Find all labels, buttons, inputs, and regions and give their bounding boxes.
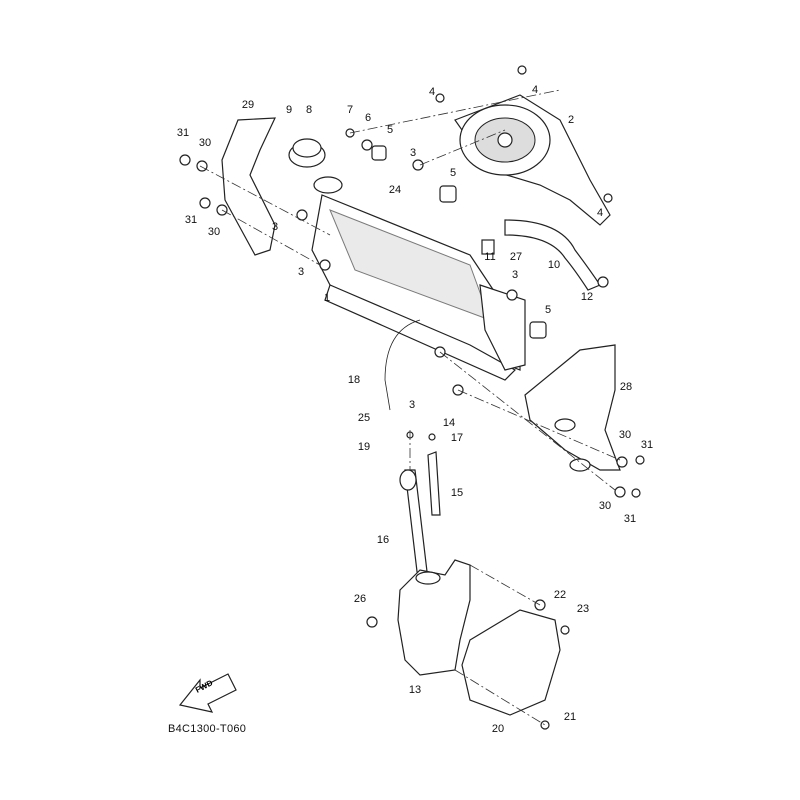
radiator <box>311 194 526 381</box>
callout-number: 5 <box>544 304 552 316</box>
callout-number: 6 <box>364 112 372 124</box>
callout-number: 13 <box>408 684 422 696</box>
callout-number: 30 <box>207 226 221 238</box>
callout-number: 5 <box>386 124 394 136</box>
callout-number: 4 <box>428 86 436 98</box>
callout-number: 31 <box>184 214 198 226</box>
hose <box>504 219 601 291</box>
callout-number: 21 <box>563 711 577 723</box>
callout-number: 10 <box>547 259 561 271</box>
diagram-code: B4C1300-T060 <box>168 723 247 735</box>
callout-number: 28 <box>619 381 633 393</box>
callout-number: 4 <box>596 207 604 219</box>
callout-number: 25 <box>357 412 371 424</box>
callout-number: 8 <box>305 104 313 116</box>
callout-number: 17 <box>450 432 464 444</box>
callout-number: 30 <box>598 500 612 512</box>
reservoir-tank <box>397 559 471 676</box>
callout-number: 4 <box>531 84 539 96</box>
callout-number: 31 <box>623 513 637 525</box>
callout-number: 22 <box>553 589 567 601</box>
callout-number: 27 <box>509 251 523 263</box>
callout-number: 1 <box>323 292 331 304</box>
callout-number: 20 <box>491 723 505 735</box>
callout-number: 12 <box>580 291 594 303</box>
callout-number: 16 <box>376 534 390 546</box>
callout-number: 30 <box>198 137 212 149</box>
fan-assembly <box>454 94 611 226</box>
side-cover <box>221 117 276 256</box>
callout-number: 2 <box>567 114 575 126</box>
callout-number: 30 <box>618 429 632 441</box>
fasteners <box>179 65 645 730</box>
callout-number: 3 <box>511 269 519 281</box>
callout-number: 18 <box>347 374 361 386</box>
callout-number: 14 <box>442 417 456 429</box>
callout-number: 3 <box>408 399 416 411</box>
callout-number: 29 <box>241 99 255 111</box>
callout-number: 31 <box>176 127 190 139</box>
callout-number: 31 <box>640 439 654 451</box>
callout-number: 3 <box>297 266 305 278</box>
callout-number: 9 <box>285 104 293 116</box>
callout-number: 5 <box>449 167 457 179</box>
callout-number: 11 <box>484 251 496 263</box>
fwd-arrow-icon <box>178 673 237 713</box>
assembly-lines <box>199 89 621 726</box>
breather-hose <box>384 319 421 411</box>
callout-number: 23 <box>576 603 590 615</box>
radiator-cap <box>288 138 343 194</box>
callout-number: 24 <box>388 184 402 196</box>
callout-number: 15 <box>450 487 464 499</box>
callout-number: 3 <box>409 147 417 159</box>
callout-number: 19 <box>357 441 371 453</box>
callout-number: 3 <box>271 221 279 233</box>
callout-number: 7 <box>346 104 354 116</box>
tank-cover <box>461 609 561 716</box>
callout-number: 26 <box>353 593 367 605</box>
cover-bracket <box>524 344 621 471</box>
